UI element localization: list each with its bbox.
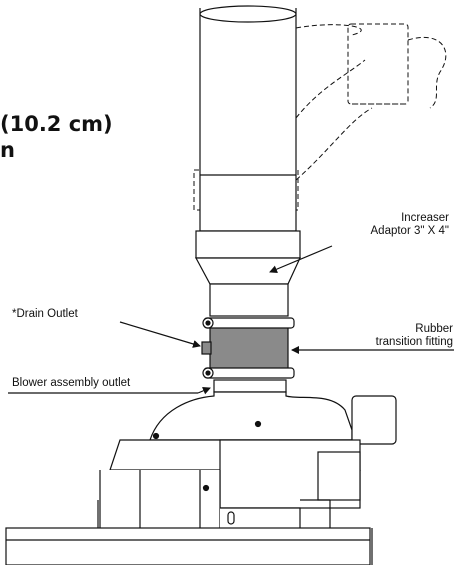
rubber-fitting-label-line-1: Rubber — [415, 323, 453, 335]
exhaust-pipe — [199, 5, 297, 232]
rubber-transition-fitting — [201, 317, 295, 379]
increaser-label-line-1: Increaser — [401, 212, 449, 224]
increaser-leader — [269, 245, 333, 273]
heading-line-2: n — [0, 138, 15, 162]
leader-lines — [8, 245, 454, 395]
drain-outlet-leader — [119, 321, 201, 348]
drain-outlet-label: *Drain Outlet — [12, 308, 78, 320]
blower-assembly — [99, 379, 397, 540]
blower-outlet-label: Blower assembly outlet — [12, 377, 131, 389]
rubber-fitting-label-line-2: transition fitting — [375, 336, 453, 348]
blower-outlet-leader-drop — [197, 387, 211, 395]
increaser-adaptor — [194, 230, 301, 317]
rubber-fitting-label: Rubber transition fitting — [376, 323, 453, 349]
increaser-label: Increaser Adaptor 3" X 4" — [371, 212, 450, 238]
base-cabinet — [5, 500, 373, 565]
heading-line-1: (10.2 cm) — [0, 112, 113, 136]
increaser-label-line-2: Adaptor 3" X 4" — [370, 225, 450, 237]
